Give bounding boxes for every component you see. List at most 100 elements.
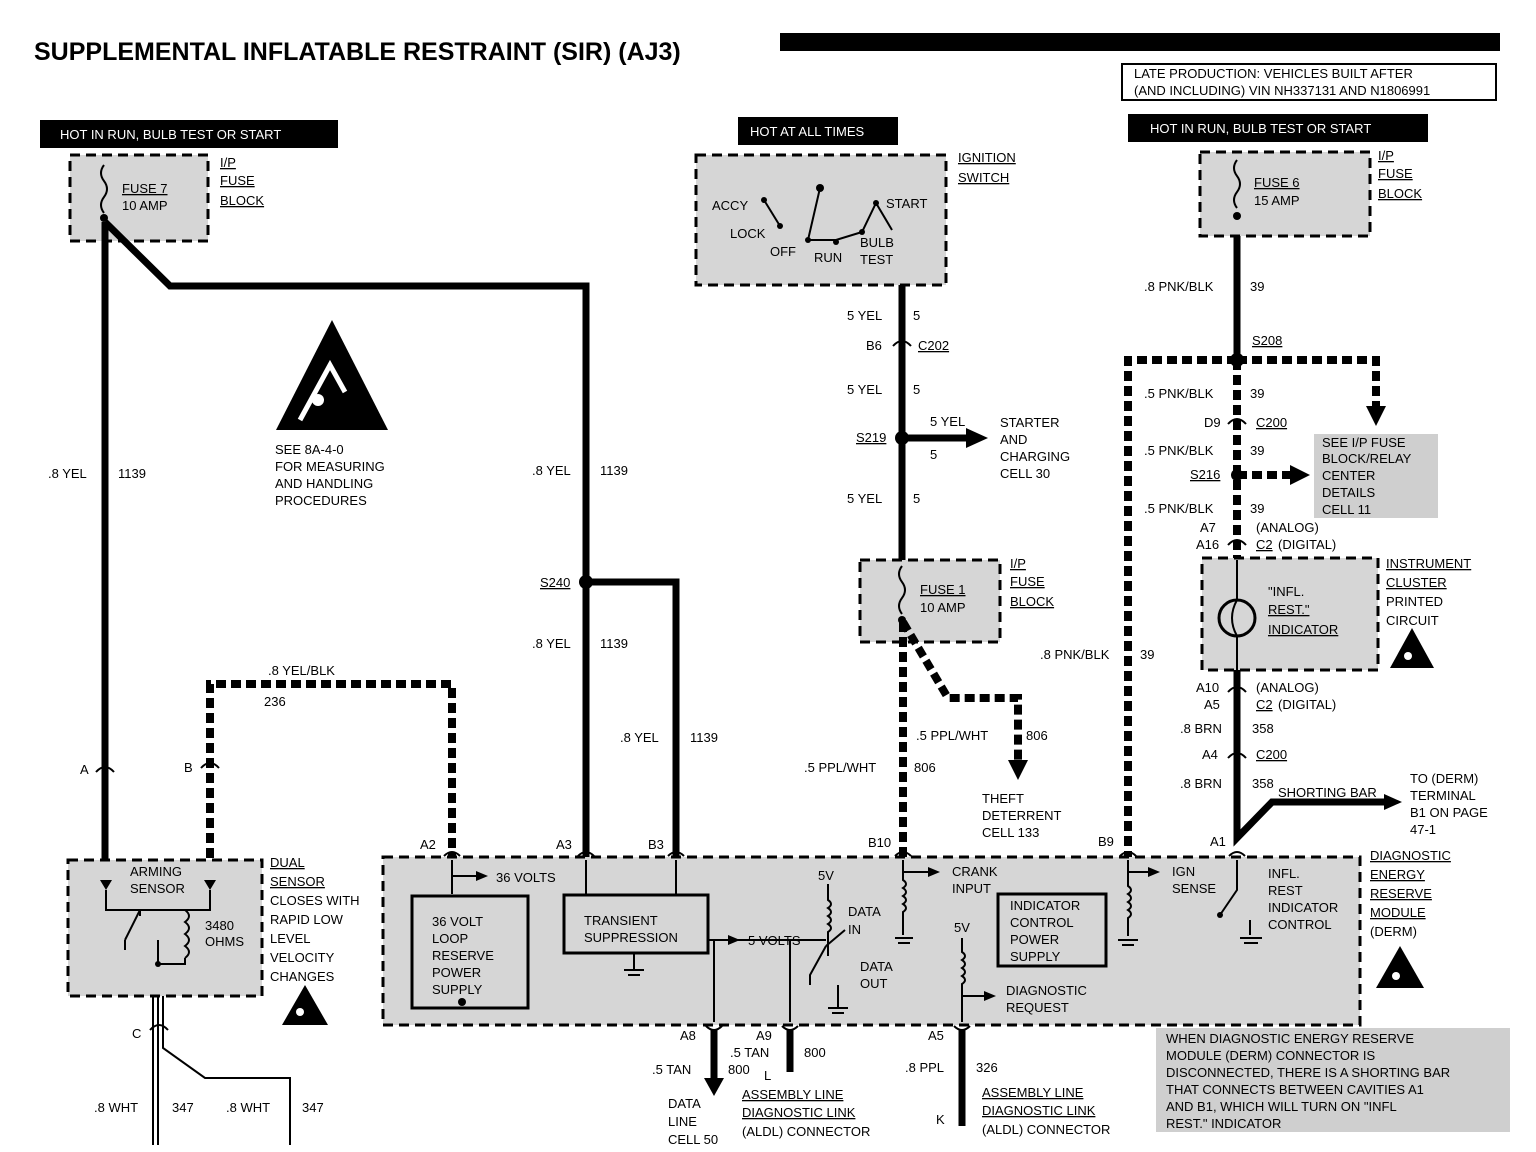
wire-label: .8 BRN bbox=[1180, 776, 1222, 791]
fuse-block-label: FUSE bbox=[220, 173, 255, 188]
derm-note-line: WHEN DIAGNOSTIC ENERGY RESERVE bbox=[1166, 1031, 1414, 1046]
wire-label: 5 YEL bbox=[847, 382, 882, 397]
cluster-label: CIRCUIT bbox=[1386, 613, 1439, 628]
fuse-block-label: BLOCK bbox=[220, 193, 264, 208]
wire-label: .8 BRN bbox=[1180, 721, 1222, 736]
wire-label: .8 PNK/BLK bbox=[1040, 647, 1110, 662]
connector-label: (DIGITAL) bbox=[1278, 537, 1336, 552]
circuit-label: 358 bbox=[1252, 721, 1274, 736]
pin-label: A5 bbox=[928, 1028, 944, 1043]
dual-sensor: ARMING SENSOR 3480 OHMS bbox=[66, 858, 264, 998]
fuse-ref-line: CELL 11 bbox=[1322, 502, 1371, 517]
fuse-7-rating: 10 AMP bbox=[122, 198, 168, 213]
circuit-label: 1139 bbox=[690, 730, 718, 745]
pin-label: B9 bbox=[1098, 834, 1114, 849]
circuit-label: 39 bbox=[1250, 501, 1264, 516]
fuse-6-block: FUSE 6 15 AMP bbox=[1198, 150, 1372, 238]
connector-c2-top bbox=[1227, 539, 1247, 546]
fuse-icon bbox=[100, 164, 108, 214]
wire-806-theft bbox=[899, 619, 1022, 762]
reserve-label: LOOP bbox=[432, 931, 468, 946]
wire-label: .8 YEL bbox=[532, 636, 571, 651]
circuit-label: 1139 bbox=[600, 636, 628, 651]
derm-label: RESERVE bbox=[1370, 886, 1432, 901]
splice-s208-label: S208 bbox=[1252, 333, 1282, 348]
wire-label: .5 TAN bbox=[652, 1062, 691, 1077]
aldl-label: DIAGNOSTIC LINK bbox=[742, 1105, 856, 1120]
switch-position: START bbox=[886, 196, 927, 211]
wire-label: 5 YEL bbox=[847, 491, 882, 506]
circuit-label: 800 bbox=[804, 1045, 826, 1060]
connector-c-label: C bbox=[132, 1026, 141, 1041]
arrow-icon bbox=[1366, 406, 1386, 426]
derm-label: MODULE bbox=[1370, 905, 1426, 920]
diagram-title: SUPPLEMENTAL INFLATABLE RESTRAINT (SIR) … bbox=[34, 38, 681, 66]
indicator-label: REST." bbox=[1268, 602, 1310, 617]
fuse-ref-line: SEE I/P FUSE bbox=[1322, 435, 1406, 450]
cluster-label: INSTRUMENT bbox=[1386, 556, 1471, 571]
fuse-7-name: FUSE 7 bbox=[122, 181, 168, 196]
connector-c202 bbox=[892, 340, 912, 347]
fuse-block-label: I/P bbox=[220, 155, 236, 170]
connector-a bbox=[95, 766, 115, 773]
sensor-label: RAPID LOW bbox=[270, 912, 344, 927]
connector-c200-b bbox=[1227, 752, 1247, 759]
power-header-left: HOT IN RUN, BULB TEST OR START bbox=[40, 120, 338, 148]
circuit-label: 5 bbox=[913, 491, 920, 506]
circuit-label: 326 bbox=[976, 1060, 998, 1075]
ignition-switch: ACCY LOCK OFF RUN BULB TEST START bbox=[694, 153, 948, 287]
theft-label: CELL 133 bbox=[982, 825, 1039, 840]
sensor-label: CHANGES bbox=[270, 969, 335, 984]
wire-label: .5 PNK/BLK bbox=[1144, 501, 1214, 516]
connector-label: C200 bbox=[1256, 747, 1287, 762]
fuse-ref-line: DETAILS bbox=[1322, 485, 1376, 500]
connector-c2-bottom bbox=[1227, 686, 1247, 693]
fuse-block-label: BLOCK bbox=[1010, 594, 1054, 609]
esd-icon-sensor bbox=[282, 985, 328, 1025]
fuse-7-block: FUSE 7 10 AMP I/P FUSE BLOCK bbox=[68, 153, 264, 243]
data-line-label: CELL 50 bbox=[668, 1132, 718, 1147]
cluster-label: PRINTED bbox=[1386, 594, 1443, 609]
circuit-label: 5 bbox=[913, 308, 920, 323]
reserve-label: POWER bbox=[432, 965, 481, 980]
derm-label: DIAGNOSTIC bbox=[1370, 848, 1451, 863]
cluster-label: CLUSTER bbox=[1386, 575, 1447, 590]
connector-b-label: B bbox=[184, 760, 193, 775]
ind-ctrl-label: SUPPLY bbox=[1010, 949, 1061, 964]
splice-s240-label: S240 bbox=[540, 575, 570, 590]
transient-suppression: TRANSIENT SUPPRESSION bbox=[562, 893, 710, 955]
connector-a-label: A bbox=[80, 762, 89, 777]
fuse-block-label: FUSE bbox=[1010, 574, 1045, 589]
fuse-1-rating: 10 AMP bbox=[920, 600, 966, 615]
wire-label: .8 YEL bbox=[48, 466, 87, 481]
pin-label: B3 bbox=[648, 837, 664, 852]
starter-label: CHARGING bbox=[1000, 449, 1070, 464]
wire-label: .8 WHT bbox=[94, 1100, 138, 1115]
fuse-reference-note: SEE I/P FUSE BLOCK/RELAY CENTER DETAILS … bbox=[1314, 434, 1438, 518]
diag-request-label: DIAGNOSTIC bbox=[1006, 983, 1087, 998]
connector-label: B6 bbox=[866, 338, 882, 353]
aldl-label: ASSEMBLY LINE bbox=[982, 1085, 1084, 1100]
connector-label: C2 bbox=[1256, 537, 1273, 552]
derm-top-pins: A2 A3 B3 B10 B9 A1 bbox=[420, 834, 1246, 857]
switch-position: BULB bbox=[860, 235, 894, 250]
wire-label: 5 YEL bbox=[847, 308, 882, 323]
theft-label: DETERRENT bbox=[982, 808, 1062, 823]
connector-label: (ANALOG) bbox=[1256, 680, 1319, 695]
instrument-cluster: "INFL. REST." INDICATOR bbox=[1200, 556, 1380, 672]
switch-position: RUN bbox=[814, 250, 842, 265]
fuse-block-label: BLOCK bbox=[1378, 186, 1422, 201]
circuit-label: 236 bbox=[264, 694, 286, 709]
data-line-label: DATA bbox=[668, 1096, 701, 1111]
esd-warning-icon bbox=[276, 320, 388, 430]
resistance-value: 3480 bbox=[205, 918, 234, 933]
esd-icon-cluster bbox=[1390, 628, 1434, 668]
esd-note: PROCEDURES bbox=[275, 493, 367, 508]
wire-label: 5 YEL bbox=[930, 414, 965, 429]
arrow-icon bbox=[704, 1078, 724, 1096]
fuse-block-label: I/P bbox=[1378, 148, 1394, 163]
connector-label: A4 bbox=[1202, 747, 1218, 762]
derm-label: (DERM) bbox=[1370, 924, 1417, 939]
wire-label: .5 PNK/BLK bbox=[1144, 386, 1214, 401]
circuit-label: 806 bbox=[1026, 728, 1048, 743]
